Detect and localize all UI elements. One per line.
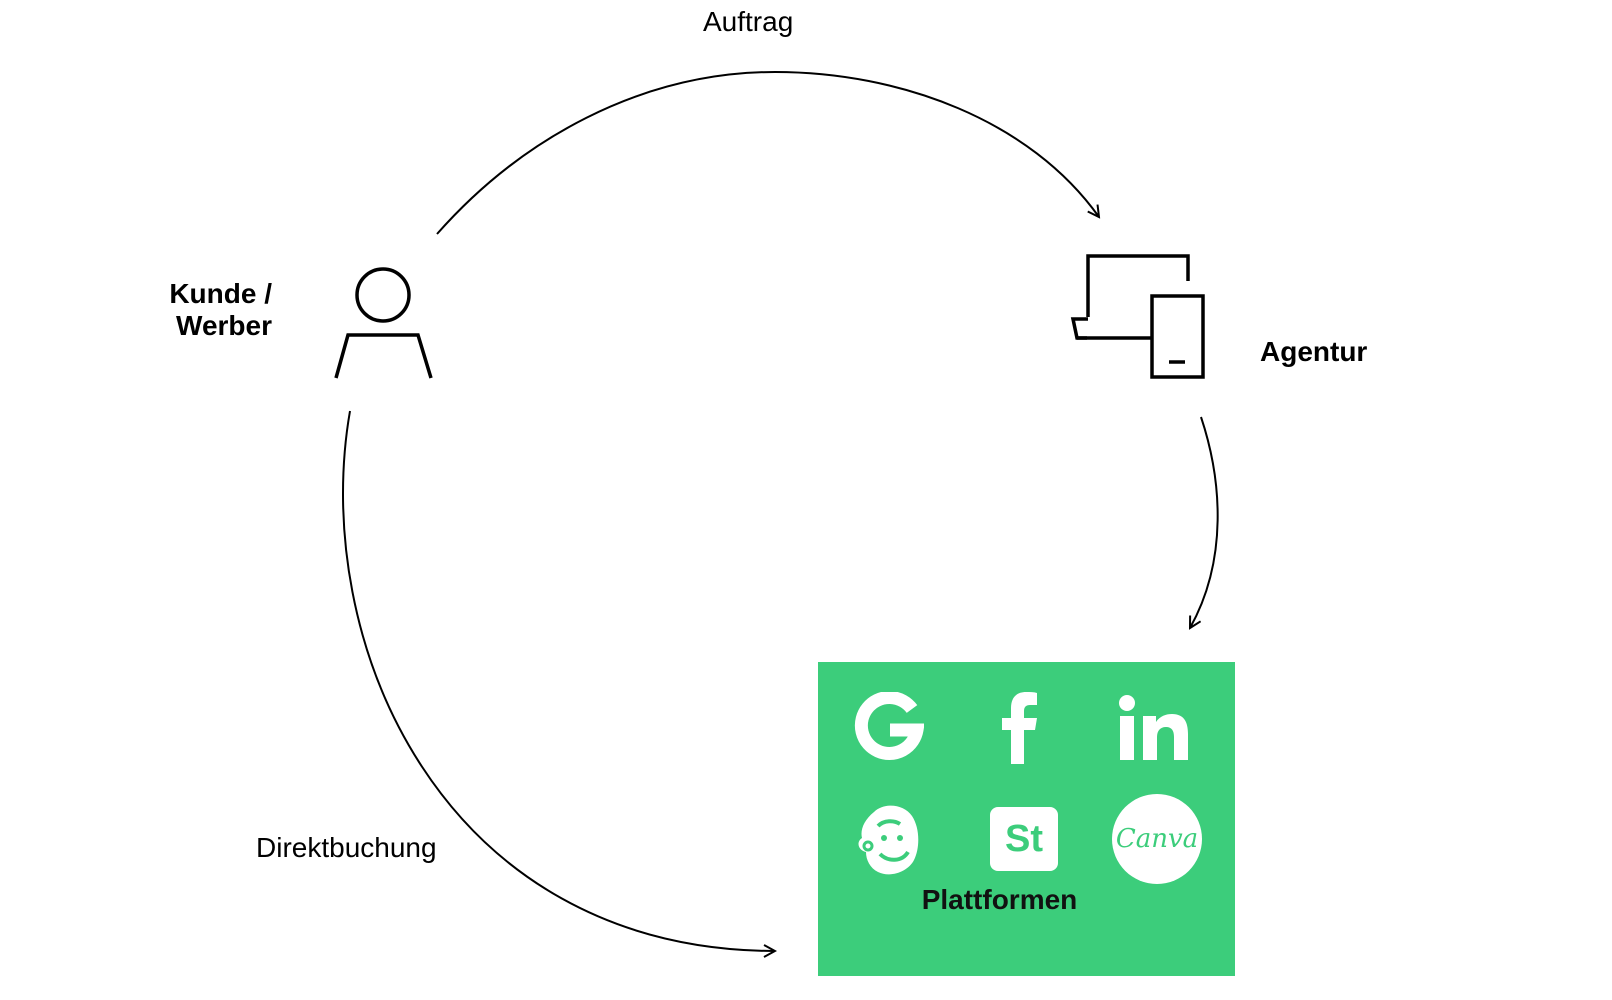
direct-booking-arrow [342, 410, 775, 951]
mailchimp-logo-icon [854, 802, 924, 878]
google-logo-icon [854, 692, 924, 762]
customer-label: Kunde / Werber [150, 278, 272, 342]
laptop-phone-icon [1070, 254, 1205, 379]
agency-label: Agentur [1260, 336, 1368, 367]
customer-label-line1: Kunde / [169, 278, 272, 309]
linkedin-logo-icon [1118, 694, 1190, 760]
person-icon [334, 267, 433, 379]
canva-logo-icon: Canva [1112, 794, 1202, 884]
stock-logo-icon: St [990, 807, 1058, 871]
facebook-logo-icon [990, 690, 1050, 764]
agency-platforms-arrow [1190, 416, 1219, 628]
platforms-label: Plattformen [921, 884, 1078, 915]
order-arrow [436, 70, 1099, 235]
direct-booking-edge-label: Direktbuchung [256, 832, 437, 863]
order-edge-label: Auftrag [703, 6, 794, 37]
customer-label-line2: Werber [176, 310, 272, 342]
platforms-box: St Canva Plattformen [818, 662, 1235, 976]
